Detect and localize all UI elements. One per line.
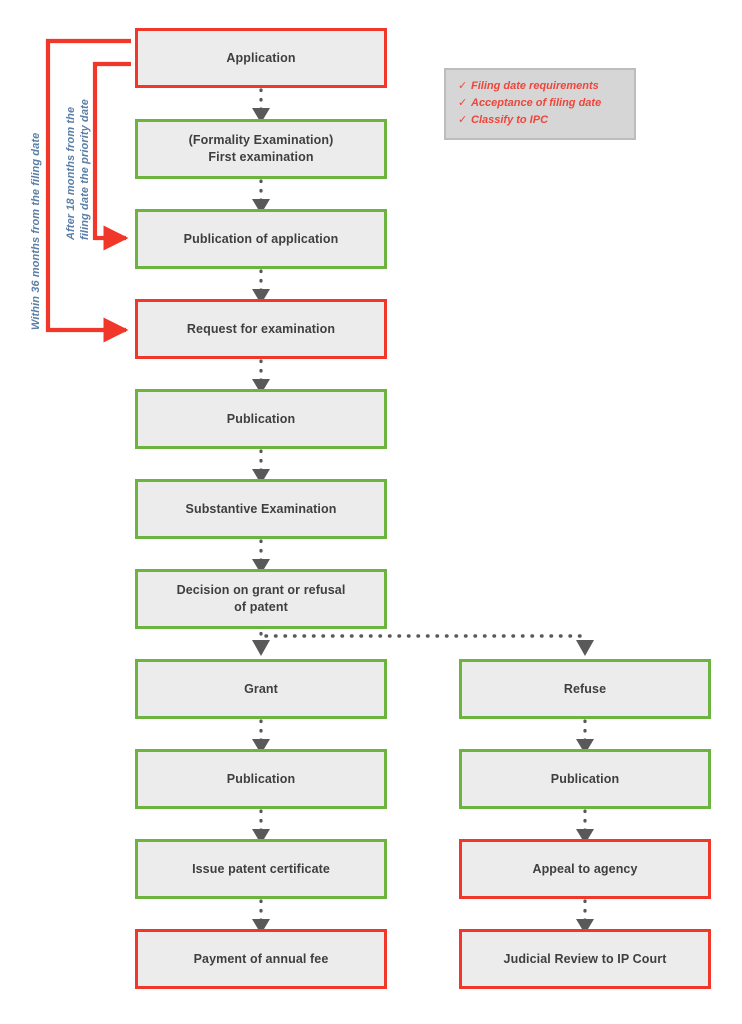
- node-label: Publication: [226, 411, 296, 426]
- node-substantive-examination[interactable]: Substantive Examination: [135, 479, 387, 539]
- legend-item-label: Filing date requirements: [471, 80, 599, 92]
- node-decision-on-grant-or-refusal[interactable]: Decision on grant or refusal of patent: [135, 569, 387, 629]
- legend-item-label: Acceptance of filing date: [471, 97, 602, 110]
- node-label: Publication: [226, 771, 296, 786]
- node-appeal-to-agency[interactable]: Appeal to agency: [459, 839, 711, 899]
- side-label-after-18-months: After 18 months from the filing date the…: [65, 98, 91, 240]
- node-refuse-publication[interactable]: Publication: [459, 749, 711, 809]
- node-label: Decision on grant or refusal of patent: [176, 583, 346, 614]
- node-label: Request for examination: [186, 321, 336, 336]
- node-payment-of-annual-fee[interactable]: Payment of annual fee: [135, 929, 387, 989]
- node-label: Grant: [244, 681, 278, 696]
- node-label: (Formality Examination) First examinatio…: [188, 133, 334, 164]
- node-label: Payment of annual fee: [193, 951, 329, 966]
- legend-box: ✓ Filing date requirements ✓ Acceptance …: [444, 68, 636, 140]
- node-publication[interactable]: Publication: [135, 389, 387, 449]
- legend-item: ✓ Filing date requirements: [458, 78, 624, 95]
- check-icon: ✓: [458, 114, 468, 127]
- node-label: Appeal to agency: [532, 861, 638, 876]
- node-label: Refuse: [563, 681, 607, 696]
- red-route-18-months: [92, 61, 131, 251]
- legend-item-label: Classify to IPC: [471, 114, 549, 127]
- check-icon: ✓: [458, 80, 468, 92]
- node-application[interactable]: Application: [135, 28, 387, 88]
- node-first-examination[interactable]: (Formality Examination) First examinatio…: [135, 119, 387, 179]
- node-label: Substantive Examination: [185, 501, 337, 516]
- legend-item: ✓ Classify to IPC: [458, 112, 624, 129]
- node-label: Judicial Review to IP Court: [503, 951, 667, 966]
- node-refuse[interactable]: Refuse: [459, 659, 711, 719]
- node-issue-patent-certificate[interactable]: Issue patent certificate: [135, 839, 387, 899]
- node-label: Publication: [550, 771, 620, 786]
- legend-item: ✓ Acceptance of filing date: [458, 95, 624, 112]
- node-label: Issue patent certificate: [192, 861, 330, 876]
- check-icon: ✓: [458, 97, 468, 110]
- node-publication-of-application[interactable]: Publication of application: [135, 209, 387, 269]
- node-grant[interactable]: Grant: [135, 659, 387, 719]
- node-grant-publication[interactable]: Publication: [135, 749, 387, 809]
- side-label-within-36-months: Within 36 months from the filing date: [30, 132, 42, 330]
- node-label: Publication of application: [183, 231, 339, 246]
- node-label: Application: [226, 50, 296, 65]
- node-request-for-examination[interactable]: Request for examination: [135, 299, 387, 359]
- node-judicial-review[interactable]: Judicial Review to IP Court: [459, 929, 711, 989]
